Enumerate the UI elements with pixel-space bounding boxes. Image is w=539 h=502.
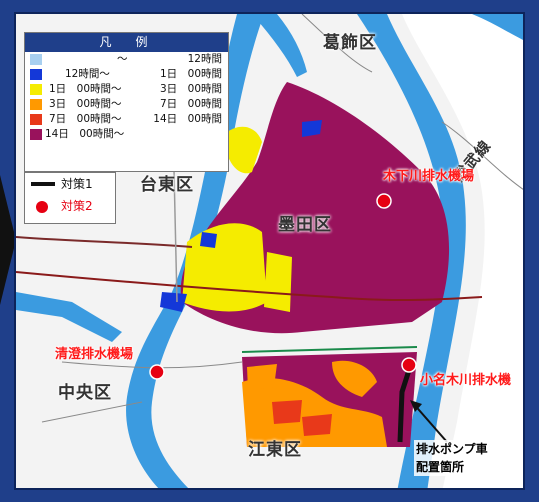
- flood-blue-1: [200, 232, 217, 248]
- legend-swatch: [30, 84, 42, 95]
- flood-red-2: [302, 414, 332, 436]
- legend-swatch: [30, 69, 42, 80]
- flood-orange-east: [332, 360, 377, 397]
- legend-panel: 凡 例 ～ 12時間 12時間～ 1日 00時間 1日 00時間～ 3日 00時…: [24, 32, 229, 172]
- pump-label-line2: 配置箇所: [416, 460, 465, 474]
- flood-blue-2: [160, 292, 187, 312]
- legend-to: 12時間: [187, 53, 222, 65]
- flood-yellow-north: [227, 126, 262, 174]
- legend-swatch: [30, 54, 42, 65]
- left-arrow-icon: [0, 175, 16, 305]
- street-2: [61, 361, 243, 369]
- ward-label-chuo: 中央区: [58, 383, 112, 403]
- red-dot-icon: [36, 201, 48, 213]
- station-label-onagi: 小名木川排水機: [420, 373, 512, 388]
- legend-row: 12時間～ 1日 00時間: [25, 67, 228, 82]
- arakawa-river: [357, 14, 466, 488]
- legend-from: 1日 00時間～: [49, 83, 122, 95]
- measure2-row: 対策2: [25, 195, 115, 217]
- ward-label-katsushika: 葛飾区: [323, 33, 377, 53]
- legend-swatch: [30, 129, 42, 140]
- measure1-line: [397, 366, 413, 443]
- measure2-dot-onagi: [401, 357, 417, 373]
- measure2-dot-kinoshita: [376, 193, 392, 209]
- legend-to: 1日 00時間: [159, 68, 222, 80]
- station-label-seicho: 清澄排水機場: [55, 347, 134, 362]
- legend-from: 3日 00時間～: [49, 98, 122, 110]
- street-5: [441, 121, 523, 190]
- legend-swatch: [30, 99, 42, 110]
- legend-to: 14日 00時間: [153, 113, 222, 125]
- ward-label-koto: 江東区: [248, 440, 302, 460]
- legend-to: 7日 00時間: [159, 98, 222, 110]
- legend-from: 12時間～: [65, 68, 110, 80]
- flood-orange-south: [242, 377, 387, 447]
- street-3: [41, 401, 143, 423]
- east-bank-area: [332, 14, 523, 488]
- canal-onagi: [241, 346, 418, 353]
- pump-label-line1: 排水ポンプ車: [416, 442, 488, 456]
- pump-location-label: 排水ポンプ車 配置箇所: [414, 440, 490, 476]
- rail-line: [16, 271, 483, 302]
- legend-row: 14日 00時間～: [25, 127, 228, 142]
- street-4: [301, 14, 373, 73]
- legend-title: 凡 例: [25, 33, 228, 52]
- legend-sep: ～: [117, 53, 128, 65]
- river-ne: [472, 14, 523, 40]
- measures-legend: 対策1 対策2: [24, 172, 116, 224]
- river-nw: [252, 14, 307, 77]
- legend-row: 7日 00時間～ 14日 00時間: [25, 112, 228, 127]
- road-west: [16, 236, 193, 248]
- legend-from: 14日 00時間～: [45, 128, 125, 140]
- flood-red-1: [272, 400, 302, 424]
- legend-from: 7日 00時間～: [49, 113, 122, 125]
- legend-swatch: [30, 114, 42, 125]
- ward-label-taito: 台東区: [140, 175, 194, 195]
- ward-label-sumida: 墨田区: [278, 215, 332, 235]
- measure1-row: 対策1: [25, 173, 115, 195]
- legend-row: ～ 12時間: [25, 52, 228, 67]
- legend-row: 3日 00時間～ 7日 00時間: [25, 97, 228, 112]
- flood-yellow-mid: [264, 252, 292, 312]
- station-label-kinoshita: 木下川排水機場: [383, 169, 475, 184]
- legend-to: 3日 00時間: [159, 83, 222, 95]
- flood-yellow-west: [182, 223, 267, 312]
- flood-blue-3: [302, 120, 322, 137]
- pump-pointer-head-icon: [410, 400, 422, 412]
- legend-row: 1日 00時間～ 3日 00時間: [25, 82, 228, 97]
- measure1-label: 対策1: [61, 177, 93, 191]
- flood-orange-west: [247, 364, 277, 390]
- black-line-icon: [31, 182, 55, 186]
- measure2-dot-seicho: [149, 364, 165, 380]
- measure2-label: 対策2: [61, 199, 93, 213]
- kanda-river: [16, 292, 122, 342]
